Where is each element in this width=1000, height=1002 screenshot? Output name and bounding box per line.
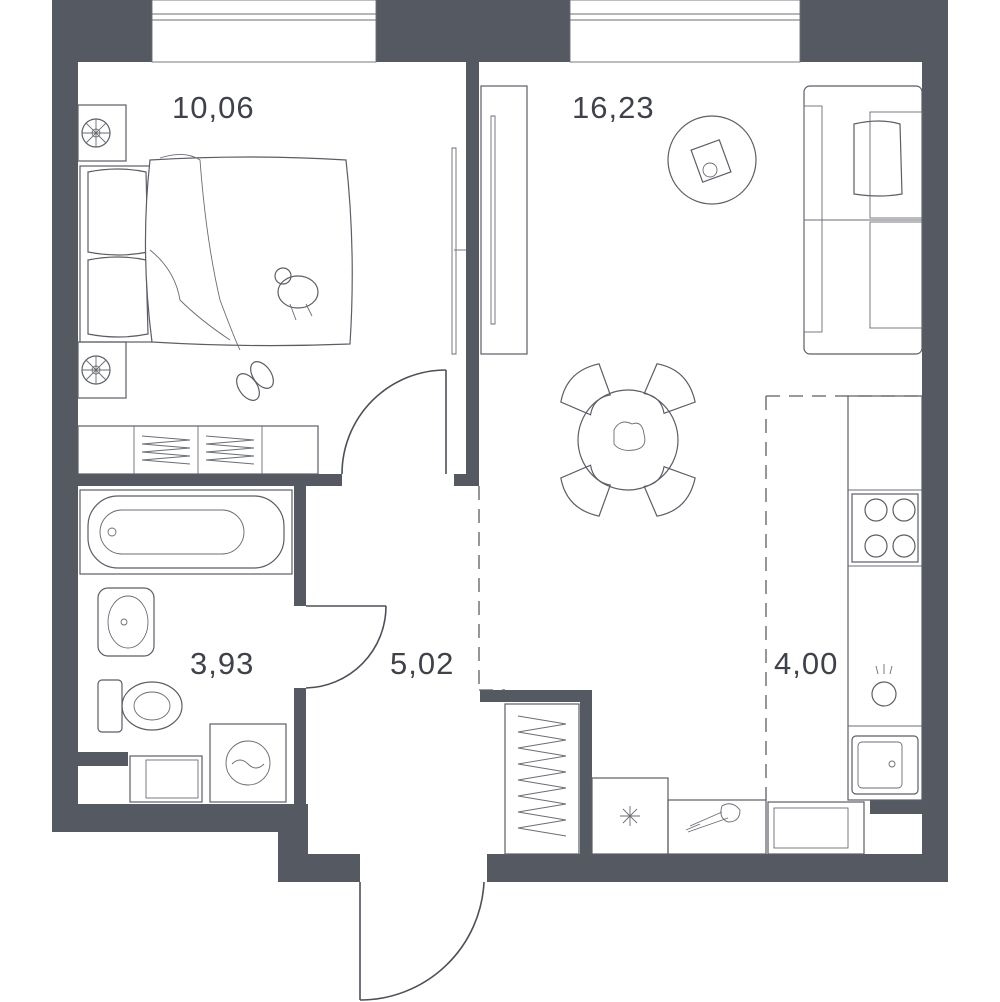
bedroom-furniture <box>77 104 466 475</box>
zone-dividers <box>478 395 922 800</box>
faucet-icon <box>871 664 897 707</box>
doors <box>305 369 485 1001</box>
living-furniture <box>480 85 923 517</box>
walls <box>52 0 948 882</box>
kitchen-fixtures <box>591 395 923 855</box>
bed-icon <box>79 154 353 351</box>
kitchen-area-label: 4,00 <box>774 646 838 681</box>
chair-icon <box>560 464 612 517</box>
dog-icon <box>274 267 319 321</box>
storage-closet <box>504 703 580 855</box>
living-area-label: 16,23 <box>572 90 655 125</box>
fan-icon <box>81 118 111 148</box>
chair-icon <box>643 363 696 415</box>
chair-icon <box>643 465 696 517</box>
bathroom-area-label: 3,93 <box>190 646 254 681</box>
washbasin-icon <box>97 587 155 657</box>
area-labels: 10,06 16,23 3,93 5,02 4,00 <box>172 90 838 681</box>
toilet-icon <box>97 679 183 733</box>
hall-area-label: 5,02 <box>390 646 454 681</box>
cooktop-icon <box>851 493 919 563</box>
washing-machine-icon <box>209 723 287 803</box>
pillow-icon <box>87 256 149 338</box>
sofa-icon <box>803 85 923 355</box>
wardrobe-icon <box>77 425 319 475</box>
sink-icon <box>851 735 919 795</box>
bedroom-area-label: 10,06 <box>172 90 255 125</box>
flowers-icon <box>685 803 741 833</box>
windows <box>151 0 801 63</box>
chair-icon <box>560 363 612 416</box>
fan-icon <box>81 355 111 385</box>
bathtub-icon <box>79 489 293 575</box>
dining-table-icon <box>577 389 679 491</box>
bathroom-fixtures <box>79 489 293 803</box>
microwave-icon <box>767 801 865 855</box>
coffee-table-icon <box>667 115 757 205</box>
pillow-icon <box>87 168 149 256</box>
slippers-icon <box>236 361 274 401</box>
